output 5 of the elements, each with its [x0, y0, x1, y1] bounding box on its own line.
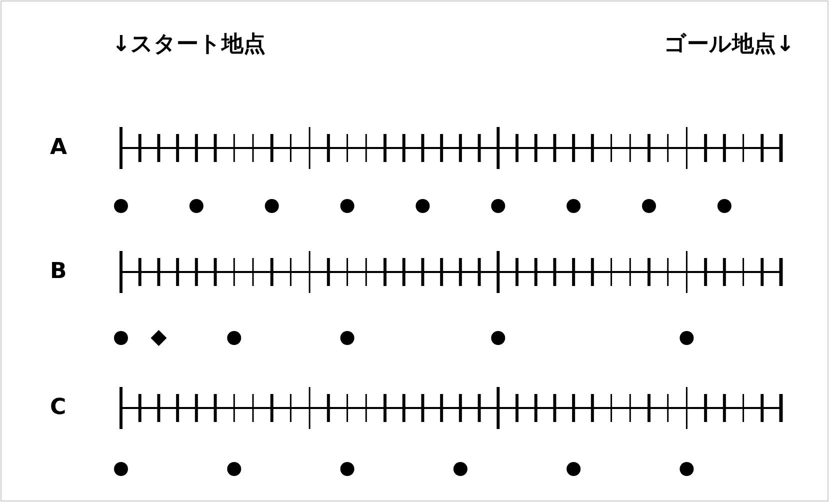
row-label: A — [50, 137, 68, 159]
row-label: C — [50, 397, 66, 419]
goal-label: ゴール地点↓ — [664, 34, 794, 56]
row-label: B — [50, 261, 67, 283]
start-label: ↓スタート地点 — [112, 34, 266, 56]
